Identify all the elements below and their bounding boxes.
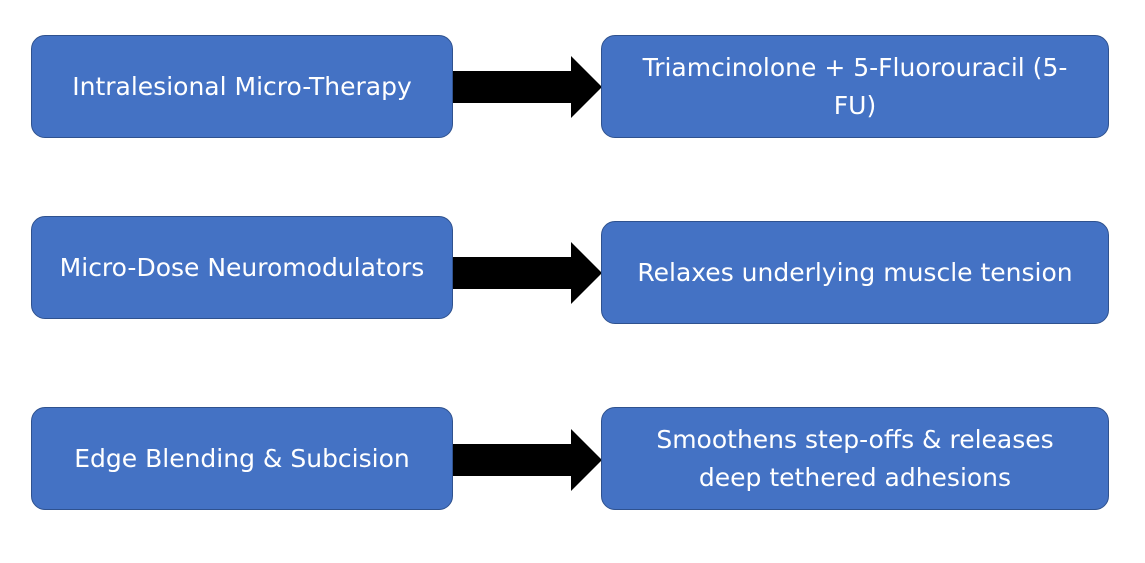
left-box-3: Edge Blending & Subcision	[31, 407, 453, 510]
right-box-3: Smoothens step-offs & releases deep teth…	[601, 407, 1109, 510]
arrow-right-icon	[453, 56, 602, 118]
right-box-3-label: Smoothens step-offs & releases deep teth…	[656, 424, 1054, 492]
arrow-right-icon	[453, 242, 602, 304]
left-box-2: Micro-Dose Neuromodulators	[31, 216, 453, 319]
left-box-2-label: Micro-Dose Neuromodulators	[59, 252, 425, 282]
left-box-1-label: Intralesional Micro-Therapy	[72, 71, 412, 101]
right-box-1: Triamcinolone + 5-Fluorouracil (5-FU)	[601, 35, 1109, 138]
arrow-right-icon	[453, 429, 602, 491]
right-box-1-label: Triamcinolone + 5-Fluorouracil (5-FU)	[642, 52, 1068, 120]
left-box-1: Intralesional Micro-Therapy	[31, 35, 453, 138]
right-box-2-label: Relaxes underlying muscle tension	[637, 257, 1073, 287]
right-box-2: Relaxes underlying muscle tension	[601, 221, 1109, 324]
left-box-3-label: Edge Blending & Subcision	[74, 443, 410, 473]
